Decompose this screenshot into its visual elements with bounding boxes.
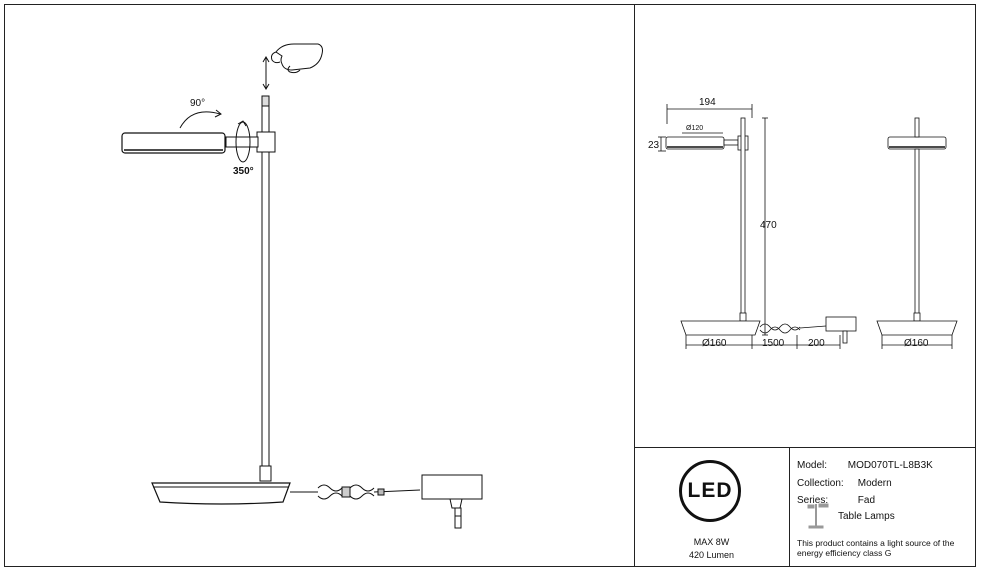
lamp-base [151,482,291,505]
led-info-block: LED MAX 8W 420 Lumen [634,448,789,567]
spec-series-value: Fad [857,495,876,506]
spec-note: This product contains a light source of … [797,538,955,558]
dim-head-diameter: Ø120 [686,125,703,132]
lamp-arm [225,136,259,148]
rotation-arrow [179,111,221,129]
sheet-divider [634,4,635,567]
power-cable [290,484,421,500]
led-badge: LED [679,460,741,522]
spec-series: Series: Fad [797,495,875,506]
spec-collection: Collection: Modern [797,478,892,489]
dim-height-total: 470 [760,220,777,231]
lamp-head [121,132,226,154]
drawing-sheet [4,4,976,567]
spec-type: Table Lamps [838,511,895,522]
power-adapter [421,474,483,529]
rotation-arrow [235,121,251,163]
hand-touch-icon [262,43,323,90]
dim-cable-length: 1500 [762,338,785,349]
dim-base-diameter-side: Ø160 [904,338,929,349]
spec-model-value: MOD070TL-L8B3K [847,460,933,471]
dim-adapter-length: 200 [808,338,825,349]
led-lumen: 420 Lumen [688,550,735,560]
dim-width-total: 194 [699,97,716,108]
spec-series-label: Series: [797,495,829,506]
spec-model-label: Model: [797,460,828,471]
rotation-arm-label: 350° [233,166,254,177]
spec-collection-value: Modern [857,478,892,489]
sheet-divider [789,447,790,567]
spec-collection-label: Collection: [797,478,844,489]
dim-base-diameter: Ø160 [702,338,727,349]
led-power: MAX 8W [693,537,730,547]
sheet-divider [634,447,976,448]
rotation-head-label: 90° [190,98,205,109]
spec-model: Model: MOD070TL-L8B3K [797,460,933,471]
dim-head-height: 23 [648,140,660,151]
